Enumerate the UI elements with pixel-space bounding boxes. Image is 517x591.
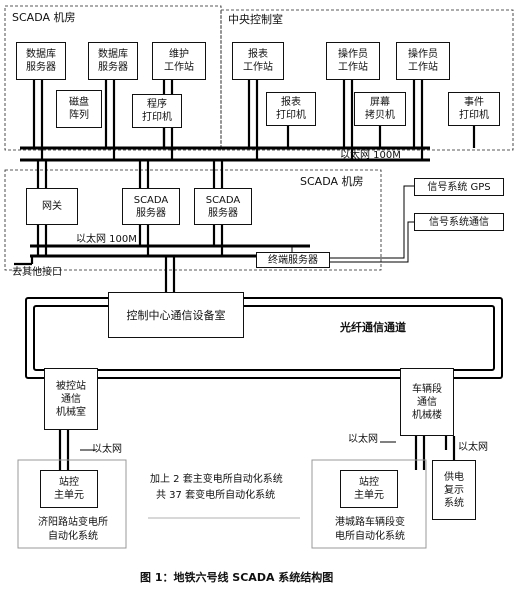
gangcheng-outline [311,459,427,549]
gangcheng-depot-label: 港城路车辆段变 电所自动化系统 [335,517,405,542]
terminal-server-box: 终端服务器 [256,252,330,268]
scada-room-top-label: SCADA 机房 [12,11,76,24]
maintenance-workstation-box: 维护 工作站 [152,42,206,80]
jiyang-station-label: 济阳路站变电所 自动化系统 [38,517,108,542]
ethernet-left-label: 以太网 [92,444,122,455]
db-server-1-box: 数据库 服务器 [16,42,66,80]
fiber-ring-inner [33,305,495,371]
figure-caption: 图 1：地铁六号线 SCADA 系统结构图 [140,571,334,584]
scada-server-2-box: SCADA 服务器 [194,188,252,225]
ethernet-top-label: 以太网 100M [340,150,401,161]
control-center-comm-box: 控制中心通信设备室 [108,292,244,338]
db-server-2-box: 数据库 服务器 [88,42,138,80]
operator-workstation-2-box: 操作员 工作站 [396,42,450,80]
other-interfaces-label: 去其他接口 [12,267,62,278]
power-recovery-box: 供电 复示 系统 [432,460,476,520]
central-room-label: 中央控制室 [228,13,283,26]
station-unit-2-box: 站控 主单元 [340,470,398,508]
scada-room-mid-outline [4,169,382,271]
report-workstation-box: 报表 工作站 [232,42,284,80]
disk-array-box: 磁盘 阵列 [56,90,102,128]
scada-room-mid-label: SCADA 机房 [300,175,364,188]
fiber-ring-outer [25,297,503,379]
jiyang-outline [17,459,127,549]
signal-comm-box: 信号系统通信 [414,213,504,231]
screen-copier-box: 屏幕 拷贝机 [354,92,406,126]
ethernet-depot-left-label: 以太网 [348,434,378,445]
event-printer-box: 事件 打印机 [448,92,500,126]
central-room-outline [220,9,514,151]
depot-box: 车辆段 通信 机械楼 [400,368,454,436]
ethernet-mid-label: 以太网 100M [76,234,137,245]
operator-workstation-1-box: 操作员 工作站 [326,42,380,80]
note-line-2: 共 37 套变电所自动化系统 [156,490,276,501]
controlled-station-box: 被控站 通信 机械室 [44,368,98,430]
fiber-channel-label: 光纤通信通道 [340,321,406,334]
scada-server-1-box: SCADA 服务器 [122,188,180,225]
gateway-box: 网关 [26,188,78,225]
ethernet-depot-right-label: 以太网 [458,442,488,453]
note-line-1: 加上 2 套主变电所自动化系统 [150,474,283,485]
station-unit-1-box: 站控 主单元 [40,470,98,508]
program-printer-box: 程序 打印机 [132,94,182,128]
report-printer-box: 报表 打印机 [266,92,316,126]
signal-gps-box: 信号系统 GPS [414,178,504,196]
